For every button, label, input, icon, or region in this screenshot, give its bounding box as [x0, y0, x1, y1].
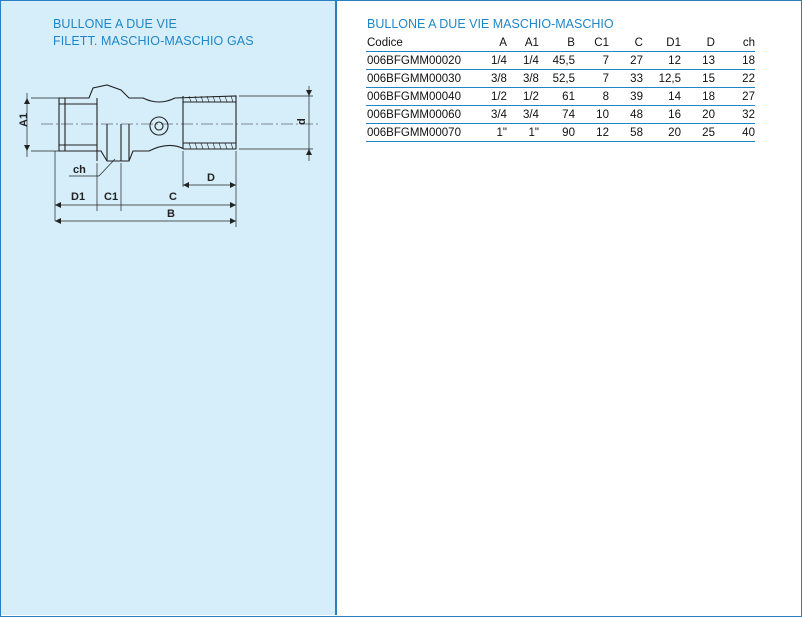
- cell: 7: [574, 51, 609, 70]
- cell: 33: [608, 69, 643, 88]
- table-row: 006BFGMM00020 1/4 1/4 45,5 7 27 12 13 18: [366, 51, 755, 70]
- cell: 006BFGMM00070: [366, 123, 471, 142]
- cell: 006BFGMM00030: [366, 69, 471, 88]
- cell: 90: [538, 123, 575, 142]
- cell: 8: [574, 87, 609, 106]
- cell: 74: [538, 105, 575, 124]
- table-row: 006BFGMM00030 3/8 3/8 52,5 7 33 12,5 15 …: [366, 69, 755, 88]
- table-row: 006BFGMM00040 1/2 1/2 61 8 39 14 18 27: [366, 87, 755, 106]
- cell: 16: [642, 105, 681, 124]
- cell: 3/8: [506, 69, 539, 88]
- cell: 14: [642, 87, 681, 106]
- cell: 22: [714, 69, 755, 88]
- cell: 006BFGMM00020: [366, 51, 471, 70]
- cell: 18: [714, 51, 755, 70]
- product-subtitle: FILETT. MASCHIO-MASCHIO GAS: [53, 34, 254, 48]
- technical-drawing: A1 d ch D1 C1 C D B: [18, 84, 321, 227]
- left-panel: BULLONE A DUE VIE FILETT. MASCHIO-MASCHI…: [1, 1, 337, 615]
- table-header-row: Codice A A1 B C1 C D1 D ch: [366, 34, 755, 52]
- bolt-outline: [58, 84, 237, 162]
- cell: 58: [608, 123, 643, 142]
- right-panel: BULLONE A DUE VIE MASCHIO-MASCHIO Codice…: [337, 1, 801, 615]
- cell: 13: [680, 51, 715, 70]
- cell: 3/4: [470, 105, 507, 124]
- cell: 20: [642, 123, 681, 142]
- cell: 40: [714, 123, 755, 142]
- cell: 1/4: [506, 51, 539, 70]
- cell: 45,5: [538, 51, 575, 70]
- cell: 27: [714, 87, 755, 106]
- cell: 12: [574, 123, 609, 142]
- cell: 27: [608, 51, 643, 70]
- cell: 32: [714, 105, 755, 124]
- col-a: A: [470, 34, 507, 52]
- table-row: 006BFGMM00070 1" 1" 90 12 58 20 25 40: [366, 123, 755, 142]
- cell: 39: [608, 87, 643, 106]
- cell: 20: [680, 105, 715, 124]
- cell: 52,5: [538, 69, 575, 88]
- product-title: BULLONE A DUE VIE: [53, 17, 177, 31]
- col-a1: A1: [506, 34, 539, 52]
- cell: 12: [642, 51, 681, 70]
- cell: 1": [470, 123, 507, 142]
- cell: 12,5: [642, 69, 681, 88]
- table-title: BULLONE A DUE VIE MASCHIO-MASCHIO: [367, 17, 614, 31]
- cell: 1/2: [470, 87, 507, 106]
- label-d-small: d: [296, 118, 308, 125]
- cell: 10: [574, 105, 609, 124]
- cell: 3/4: [506, 105, 539, 124]
- col-d1: D1: [642, 34, 681, 52]
- col-d: D: [680, 34, 715, 52]
- label-a1: A1: [18, 113, 30, 127]
- cell: 25: [680, 123, 715, 142]
- label-c1: C1: [104, 191, 118, 203]
- label-c: C: [169, 191, 177, 203]
- label-ch: ch: [73, 164, 86, 176]
- col-ch: ch: [714, 34, 755, 52]
- label-d1: D1: [71, 191, 85, 203]
- spec-table: Codice A A1 B C1 C D1 D ch 006BFGMM00020…: [366, 34, 755, 142]
- label-d: D: [207, 172, 215, 184]
- col-c1: C1: [574, 34, 609, 52]
- cell: 7: [574, 69, 609, 88]
- cell: 1": [506, 123, 539, 142]
- cell: 1/2: [506, 87, 539, 106]
- cell: 006BFGMM00040: [366, 87, 471, 106]
- cell: 1/4: [470, 51, 507, 70]
- col-c: C: [608, 34, 643, 52]
- cell: 18: [680, 87, 715, 106]
- col-b: B: [538, 34, 575, 52]
- col-codice: Codice: [366, 34, 471, 52]
- cell: 15: [680, 69, 715, 88]
- cell: 61: [538, 87, 575, 106]
- label-b: B: [167, 208, 175, 220]
- cell: 48: [608, 105, 643, 124]
- table-row: 006BFGMM00060 3/4 3/4 74 10 48 16 20 32: [366, 105, 755, 124]
- cell: 006BFGMM00060: [366, 105, 471, 124]
- cell: 3/8: [470, 69, 507, 88]
